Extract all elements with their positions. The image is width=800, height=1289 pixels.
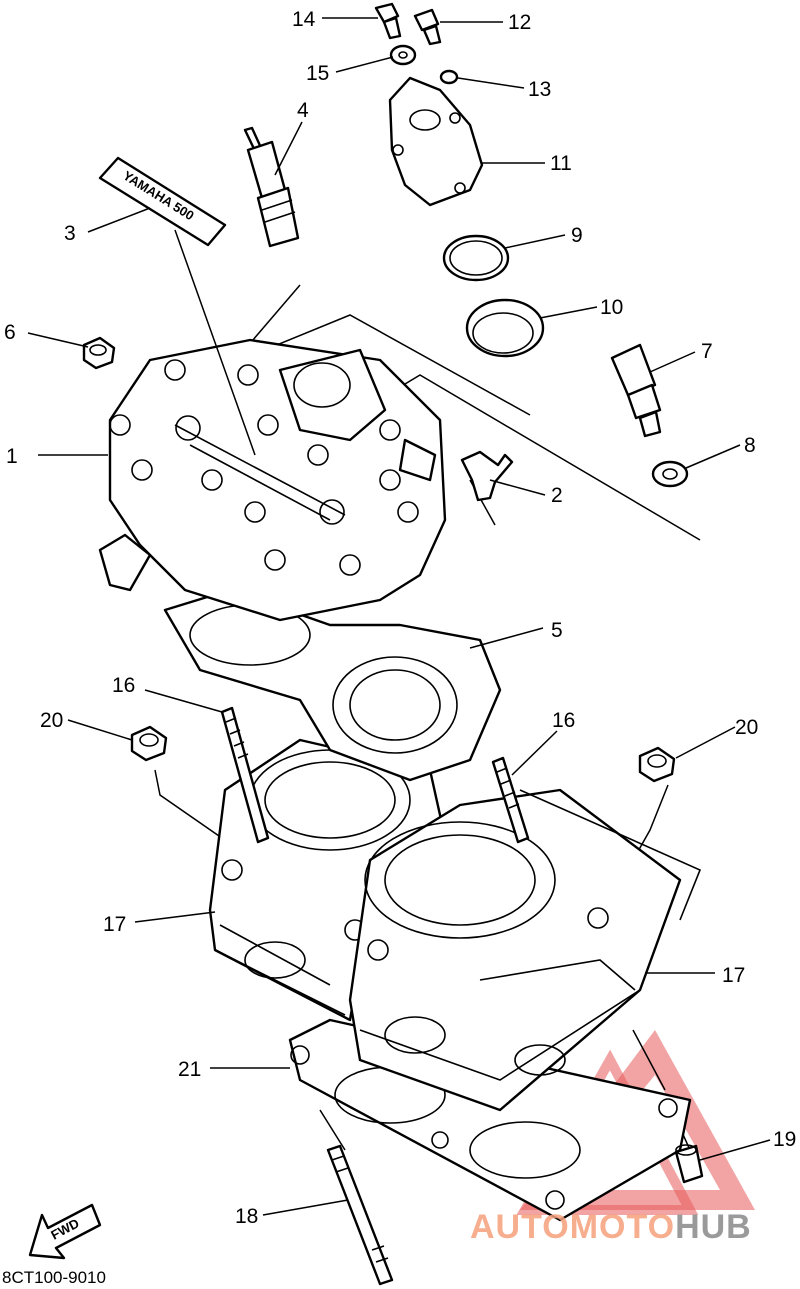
part-4-spark-plug <box>243 126 300 248</box>
callout-6: 6 <box>4 321 16 344</box>
callout-9: 9 <box>571 224 583 247</box>
part-16-stud-right <box>491 756 530 844</box>
part-2-fitting <box>460 450 514 502</box>
callout-11: 11 <box>550 152 572 175</box>
callout-3: 3 <box>64 222 76 245</box>
callout-21: 21 <box>178 1058 201 1081</box>
leader-lines <box>27 17 771 1216</box>
part-20-nut-left <box>130 725 168 762</box>
callout-8: 8 <box>744 434 756 457</box>
part-3-sticker: YAMAHA 500 <box>98 156 227 247</box>
callout-16-left: 16 <box>112 674 135 697</box>
watermark-hub: HUB <box>675 1208 752 1246</box>
part-1-cylinder-head <box>98 338 447 622</box>
part-8-washer <box>651 460 689 488</box>
callout-20-right: 20 <box>735 716 758 739</box>
part-5-head-gasket <box>163 588 502 782</box>
callout-7: 7 <box>701 340 713 363</box>
part-6-nut <box>82 336 116 370</box>
callout-2: 2 <box>551 484 563 507</box>
callout-16-right: 16 <box>552 709 575 732</box>
part-20-nut-right <box>638 746 676 783</box>
guide-line-sticker <box>174 229 256 456</box>
callout-18: 18 <box>235 1205 258 1228</box>
callout-14: 14 <box>292 8 316 31</box>
part-12-bolt <box>413 8 442 46</box>
head-bolt-bosses <box>109 359 419 576</box>
part-19-dowel <box>674 1144 704 1184</box>
guide-line-long-stud <box>319 1109 346 1151</box>
diagram-code: 8CT100-9010 <box>2 1268 106 1287</box>
callout-labels: 1 2 3 4 5 6 7 8 9 10 11 12 13 14 15 16 1… <box>4 8 796 1228</box>
callout-13: 13 <box>528 78 551 101</box>
watermark-automoto: AUTOMOTO <box>470 1208 675 1246</box>
callout-20-left: 20 <box>40 709 63 732</box>
part-13-washer <box>439 69 459 85</box>
part-14-bolt <box>374 2 402 40</box>
callout-15: 15 <box>306 62 329 85</box>
part-17-cylinder-right <box>348 788 702 1112</box>
watermark-text: AUTOMOTOHUB <box>470 1208 752 1246</box>
callout-17-left: 17 <box>103 913 126 936</box>
part-15-washer <box>389 44 417 66</box>
guide-line-stud-left <box>154 769 233 846</box>
fwd-arrow: FWD <box>28 1203 102 1260</box>
part-9-o-ring <box>442 234 510 282</box>
part-18-long-stud <box>326 1144 394 1286</box>
part-11-thermostat-cover <box>388 76 484 207</box>
callout-19: 19 <box>773 1128 796 1151</box>
callout-12: 12 <box>508 11 531 34</box>
part-16-stud-left <box>220 706 270 844</box>
callout-4: 4 <box>297 99 309 122</box>
callout-5: 5 <box>551 619 563 642</box>
callout-10: 10 <box>600 296 623 319</box>
svg-text:AUTOMOTOHUB: AUTOMOTOHUB <box>470 1208 752 1246</box>
part-7-sensor <box>610 343 662 438</box>
callout-17-right: 17 <box>722 964 745 987</box>
part-10-seal <box>465 298 545 358</box>
callout-1: 1 <box>6 445 18 468</box>
